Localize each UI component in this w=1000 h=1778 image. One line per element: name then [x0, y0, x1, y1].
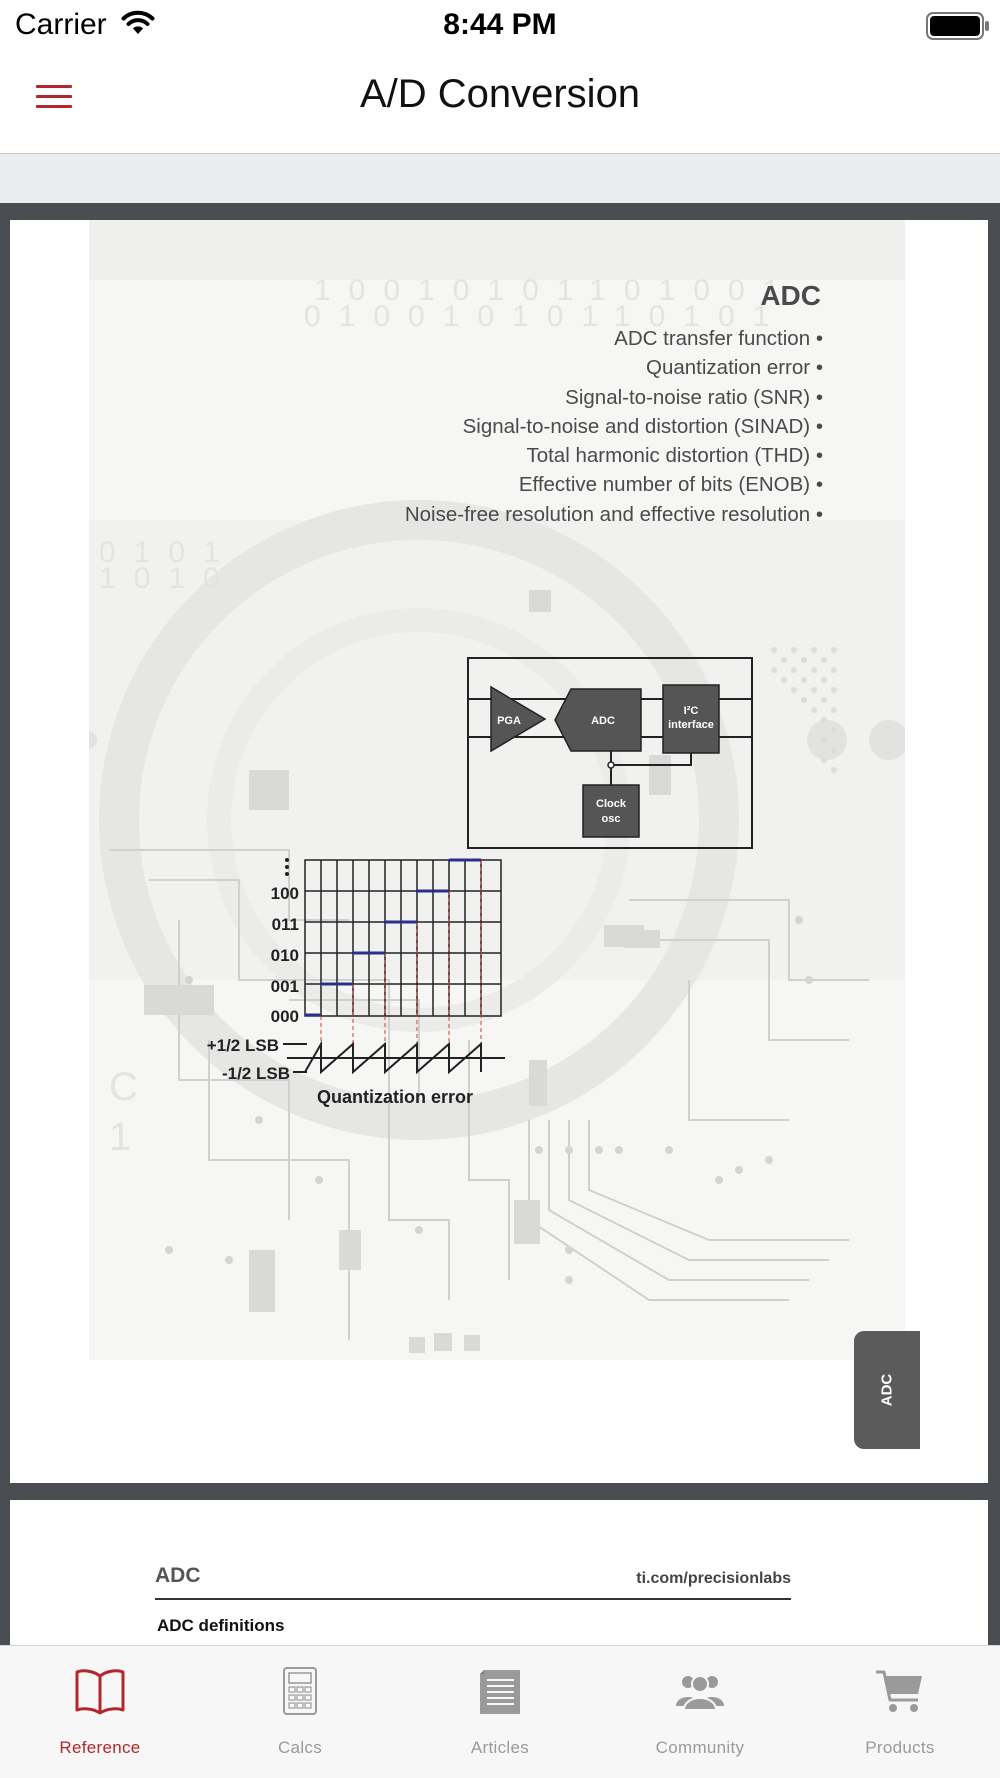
tab-calcs[interactable]: Calcs	[200, 1646, 400, 1778]
adc-label: ADC	[591, 715, 615, 727]
page-header: ADC ti.com/precisionlabs	[155, 1564, 791, 1600]
carrier-label: Carrier	[15, 8, 107, 41]
side-tab-adc[interactable]: ADC	[854, 1331, 920, 1449]
pga-block	[490, 685, 547, 753]
svg-text:1: 1	[109, 1115, 149, 1159]
toolbar-spacer	[0, 154, 1000, 203]
section-title: ADC definitions	[157, 1616, 285, 1635]
tab-community[interactable]: Community	[600, 1646, 800, 1778]
tab-label: Reference	[59, 1738, 141, 1757]
svg-text:C: C	[109, 1065, 156, 1109]
section-heading: ADC	[760, 280, 821, 311]
topic-item: Signal-to-noise and distortion (SINAD)	[405, 412, 823, 441]
clock-block	[582, 784, 640, 838]
topic-item: Total harmonic distortion (THD)	[405, 441, 823, 470]
topic-item: Effective number of bits (ENOB)	[405, 470, 823, 499]
svg-text:1010: 1010	[99, 562, 238, 595]
topic-item: Noise-free resolution and effective reso…	[405, 500, 823, 529]
code-label: 011	[272, 915, 299, 934]
i2c-label-1: I²C	[684, 705, 699, 717]
status-time: 8:44 PM	[443, 8, 557, 41]
pga-label: PGA	[497, 715, 521, 727]
tab-reference[interactable]: Reference	[0, 1646, 200, 1778]
clock-label-2: osc	[602, 813, 621, 825]
page-header-title: ADC	[155, 1564, 201, 1587]
adc-block-diagram: PGA ADC I²C interface Clock osc	[467, 657, 753, 849]
circuit-background-art: 10010101101001 01001010110101 0101 1010 …	[89, 220, 905, 1360]
nav-bar: A/D Conversion	[0, 50, 1000, 154]
document-icon	[480, 1670, 520, 1714]
document-viewer[interactable]: 10010101101001 01001010110101 0101 1010 …	[0, 203, 1000, 1645]
page-header-link[interactable]: ti.com/precisionlabs	[636, 1570, 791, 1587]
tab-label: Articles	[470, 1738, 530, 1757]
topic-item: ADC transfer function	[405, 324, 823, 353]
page-title: A/D Conversion	[359, 72, 641, 116]
topic-item: Quantization error	[405, 353, 823, 382]
quantization-chart: 100 011 010 001 000 +1/2 LSB -1/2 LSB Qu…	[207, 858, 505, 1107]
tab-label: Community	[655, 1738, 745, 1757]
status-bar: Carrier 8:44 PM	[0, 0, 1000, 50]
tab-label: Products	[865, 1738, 935, 1757]
minus-lsb-label: -1/2 LSB	[222, 1064, 290, 1083]
code-label: 100	[271, 884, 299, 903]
calculator-icon	[283, 1667, 317, 1715]
quantization-caption: Quantization error	[317, 1087, 473, 1107]
plus-lsb-label: +1/2 LSB	[207, 1036, 279, 1055]
tab-products[interactable]: Products	[800, 1646, 1000, 1778]
topic-item: Signal-to-noise ratio (SNR)	[405, 383, 823, 412]
code-label: 000	[271, 1007, 299, 1026]
code-label: 010	[271, 946, 299, 965]
adc-block	[554, 688, 642, 752]
svg-text:10010101101001: 10010101101001	[314, 274, 797, 307]
tab-articles[interactable]: Articles	[400, 1646, 600, 1778]
tab-label: Calcs	[277, 1738, 322, 1757]
document-page-2[interactable]: ADC ti.com/precisionlabs ADC definitions	[10, 1500, 988, 1645]
code-label: 001	[271, 977, 299, 996]
tab-bar: Reference Calcs Articles	[0, 1645, 1000, 1778]
i2c-label-2: interface	[668, 719, 714, 731]
hamburger-menu-icon[interactable]	[36, 83, 72, 111]
wifi-icon	[121, 10, 155, 34]
topic-list: ADC transfer function Quantization error…	[405, 324, 823, 529]
svg-text:0101: 0101	[99, 536, 238, 569]
book-icon	[75, 1669, 125, 1715]
cart-icon	[876, 1670, 922, 1712]
clock-label-1: Clock	[596, 798, 627, 810]
battery-icon	[926, 12, 989, 40]
document-page-1[interactable]: 10010101101001 01001010110101 0101 1010 …	[10, 220, 988, 1483]
people-icon	[676, 1675, 724, 1711]
side-tab-label: ADC	[878, 1373, 896, 1407]
